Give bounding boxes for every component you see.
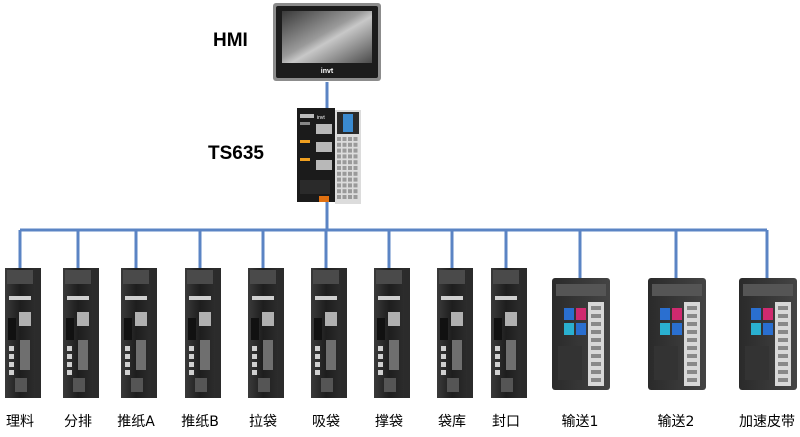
hmi-device: invt (273, 3, 381, 81)
drive-12 (739, 230, 797, 390)
hmi-brand-text: invt (321, 68, 334, 75)
drive-10 (552, 230, 610, 390)
ethercat-bus (20, 82, 767, 232)
controller-label: TS635 (208, 143, 264, 164)
drive-label-9: 封口 (492, 414, 520, 430)
drive-label-6: 吸袋 (312, 414, 340, 430)
drive-label-2: 分排 (64, 414, 92, 430)
drive-5 (248, 230, 284, 398)
drives-group (5, 230, 797, 398)
hmi-label: HMI (213, 30, 248, 51)
drive-1 (5, 230, 41, 398)
io-terminal-grid (337, 137, 358, 199)
drive-label-5: 拉袋 (249, 414, 277, 430)
drive-label-3: 推纸A (117, 414, 155, 430)
drive-label-1: 理料 (6, 414, 34, 430)
drive-6 (311, 230, 347, 398)
drive-label-4: 推纸B (181, 414, 219, 430)
drive-2 (63, 230, 99, 398)
drive-label-11: 输送2 (657, 414, 695, 430)
drive-11 (648, 230, 706, 390)
drive-9 (491, 230, 527, 398)
drive-4 (185, 230, 221, 398)
drive-label-8: 袋库 (438, 414, 466, 430)
drive-label-7: 撑袋 (375, 414, 403, 430)
controller-device: invt (297, 108, 361, 204)
drive-label-12: 加速皮带 (739, 414, 795, 430)
controller-brand-text: invt (317, 115, 325, 121)
drive-3 (121, 230, 157, 398)
drive-8 (437, 230, 473, 398)
drive-7 (374, 230, 410, 398)
drive-label-10: 输送1 (561, 414, 599, 430)
